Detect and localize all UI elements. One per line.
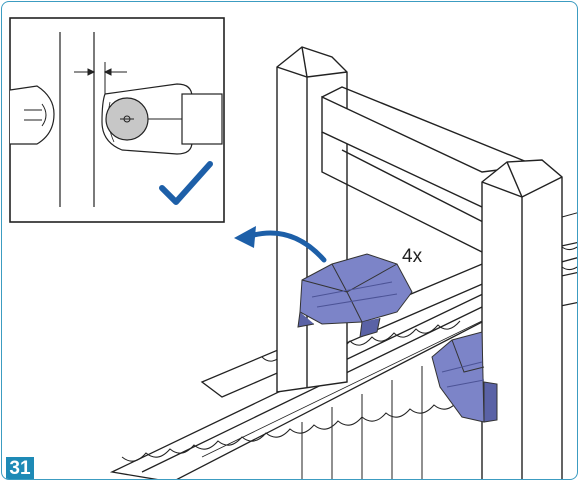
left-post [276, 46, 348, 393]
right-post [481, 159, 563, 479]
pickets [301, 366, 423, 479]
screw-icon [105, 97, 149, 141]
background-rails [561, 212, 577, 271]
step-number-badge: 31 [6, 457, 34, 479]
check-icon [159, 161, 213, 205]
detail-inset [9, 17, 225, 223]
spacing-arrows-icon [74, 62, 127, 97]
bracket-part-side [431, 331, 498, 423]
bracket-part-front [297, 253, 413, 338]
direction-arrow-icon [234, 226, 327, 263]
quantity-label: 4x [402, 246, 423, 267]
